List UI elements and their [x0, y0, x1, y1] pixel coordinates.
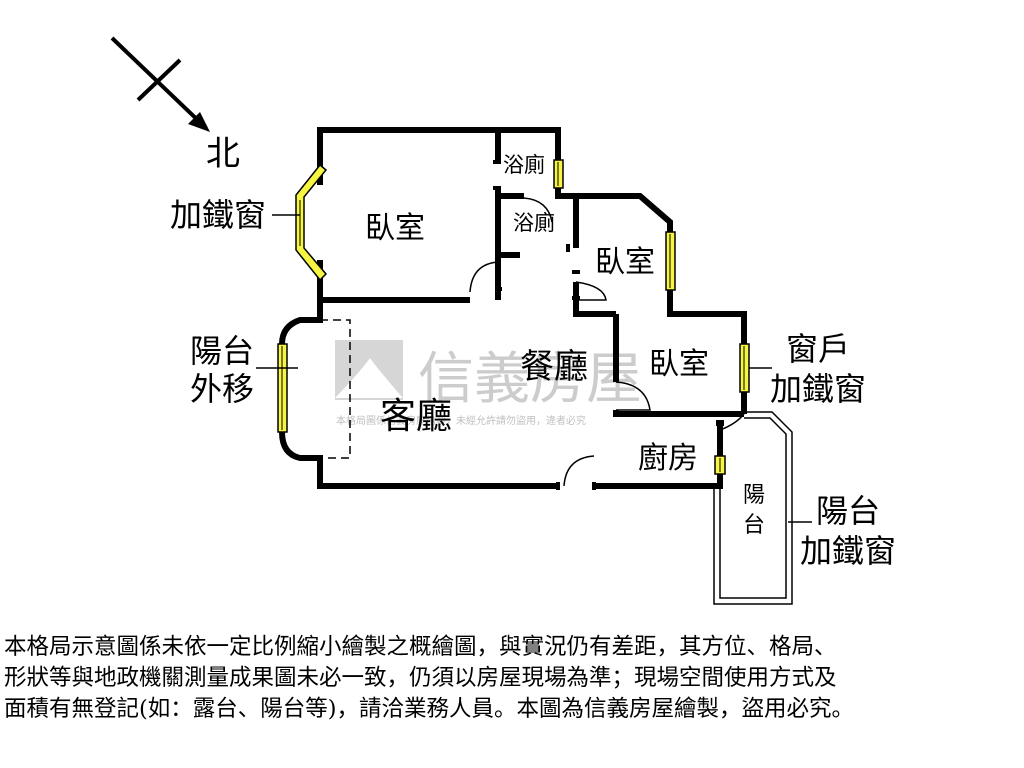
wall-east-upper [667, 290, 747, 344]
window-mullions [281, 162, 745, 472]
compass-arrowhead-icon [188, 112, 210, 132]
room-bathroom-mid: 浴廁 [513, 211, 555, 235]
doors [469, 197, 745, 487]
room-bedroom-main: 臥室 [365, 211, 425, 246]
watermark: 信義房屋 本格局圖係信義房屋繪製，未經允許請勿盜用，違者必究 [335, 340, 642, 427]
annotation-balcony-moved-2: 外移 [190, 370, 254, 408]
leader-lines [256, 214, 812, 523]
door-kitchen [719, 413, 745, 431]
floor-plan: 北 信義房屋 本格局圖係信義房屋繪製，未經允許請勿盜用，違者必究 [110, 36, 896, 605]
original-balcony-outline [320, 319, 351, 459]
room-balcony-small-1: 陽 [743, 483, 765, 508]
room-bedroom-lower: 臥室 [649, 347, 709, 382]
room-dining: 餐廳 [520, 347, 588, 387]
wall-north [317, 127, 561, 165]
wall-lower-bedroom-south [613, 410, 744, 417]
watermark-logo-icon [335, 340, 403, 400]
door-hinges [493, 160, 724, 490]
annotation-right-window-1: 窗戶 [786, 330, 850, 368]
walls [279, 127, 747, 489]
window-bay-left [295, 163, 328, 282]
watermark-brand: 信義房屋 [418, 347, 642, 412]
small-balcony [713, 411, 793, 605]
compass-cross-line [136, 58, 182, 102]
compass-arrow-line [110, 36, 208, 130]
door-bedroom [469, 261, 499, 293]
door-entrance [563, 455, 595, 487]
wall-south [279, 431, 560, 489]
door-bath-mid [523, 197, 553, 223]
room-bathroom-top: 浴廁 [503, 153, 545, 177]
disclaimer-line-3: 面積有無登記(如：露台、陽台等)，請洽業務人員。本圖為信義房屋繪製，盜用必究。 [4, 696, 855, 722]
room-balcony-small-2: 台 [743, 513, 765, 538]
door-bedroom-right [575, 281, 607, 301]
north-label: 北 [206, 134, 240, 174]
annotation-balcony-window-1: 陽台 [816, 492, 880, 530]
room-bedroom-right: 臥室 [595, 245, 655, 280]
annotation-balcony-moved-1: 陽台 [190, 332, 254, 370]
annotation-left-window: 加鐵窗 [170, 196, 266, 234]
room-kitchen: 廚房 [638, 441, 698, 476]
disclaimer-line-2: 形狀等與地政機關測量成果圖未必一致，仍須以房屋現場為準；現場空間使用方式及 [4, 665, 837, 691]
disclaimer: 本格局示意圖係未依一定比例縮小繪製之概繪圖，與實況仍有差距，其方位、格局、 形狀… [4, 632, 1020, 725]
annotation-right-window-2: 加鐵窗 [770, 370, 866, 408]
compass: 北 [110, 36, 240, 174]
watermark-notice: 本格局圖係信義房屋繪製，未經允許請勿盜用，違者必究 [336, 414, 586, 427]
disclaimer-line-1: 本格局示意圖係未依一定比例縮小繪製之概繪圖，與實況仍有差距，其方位、格局、 [4, 634, 837, 660]
wall-balcony-top [279, 300, 323, 345]
annotation-balcony-window-2: 加鐵窗 [800, 532, 896, 570]
door-lower-bedroom [615, 381, 651, 411]
room-living: 客廳 [380, 396, 452, 437]
